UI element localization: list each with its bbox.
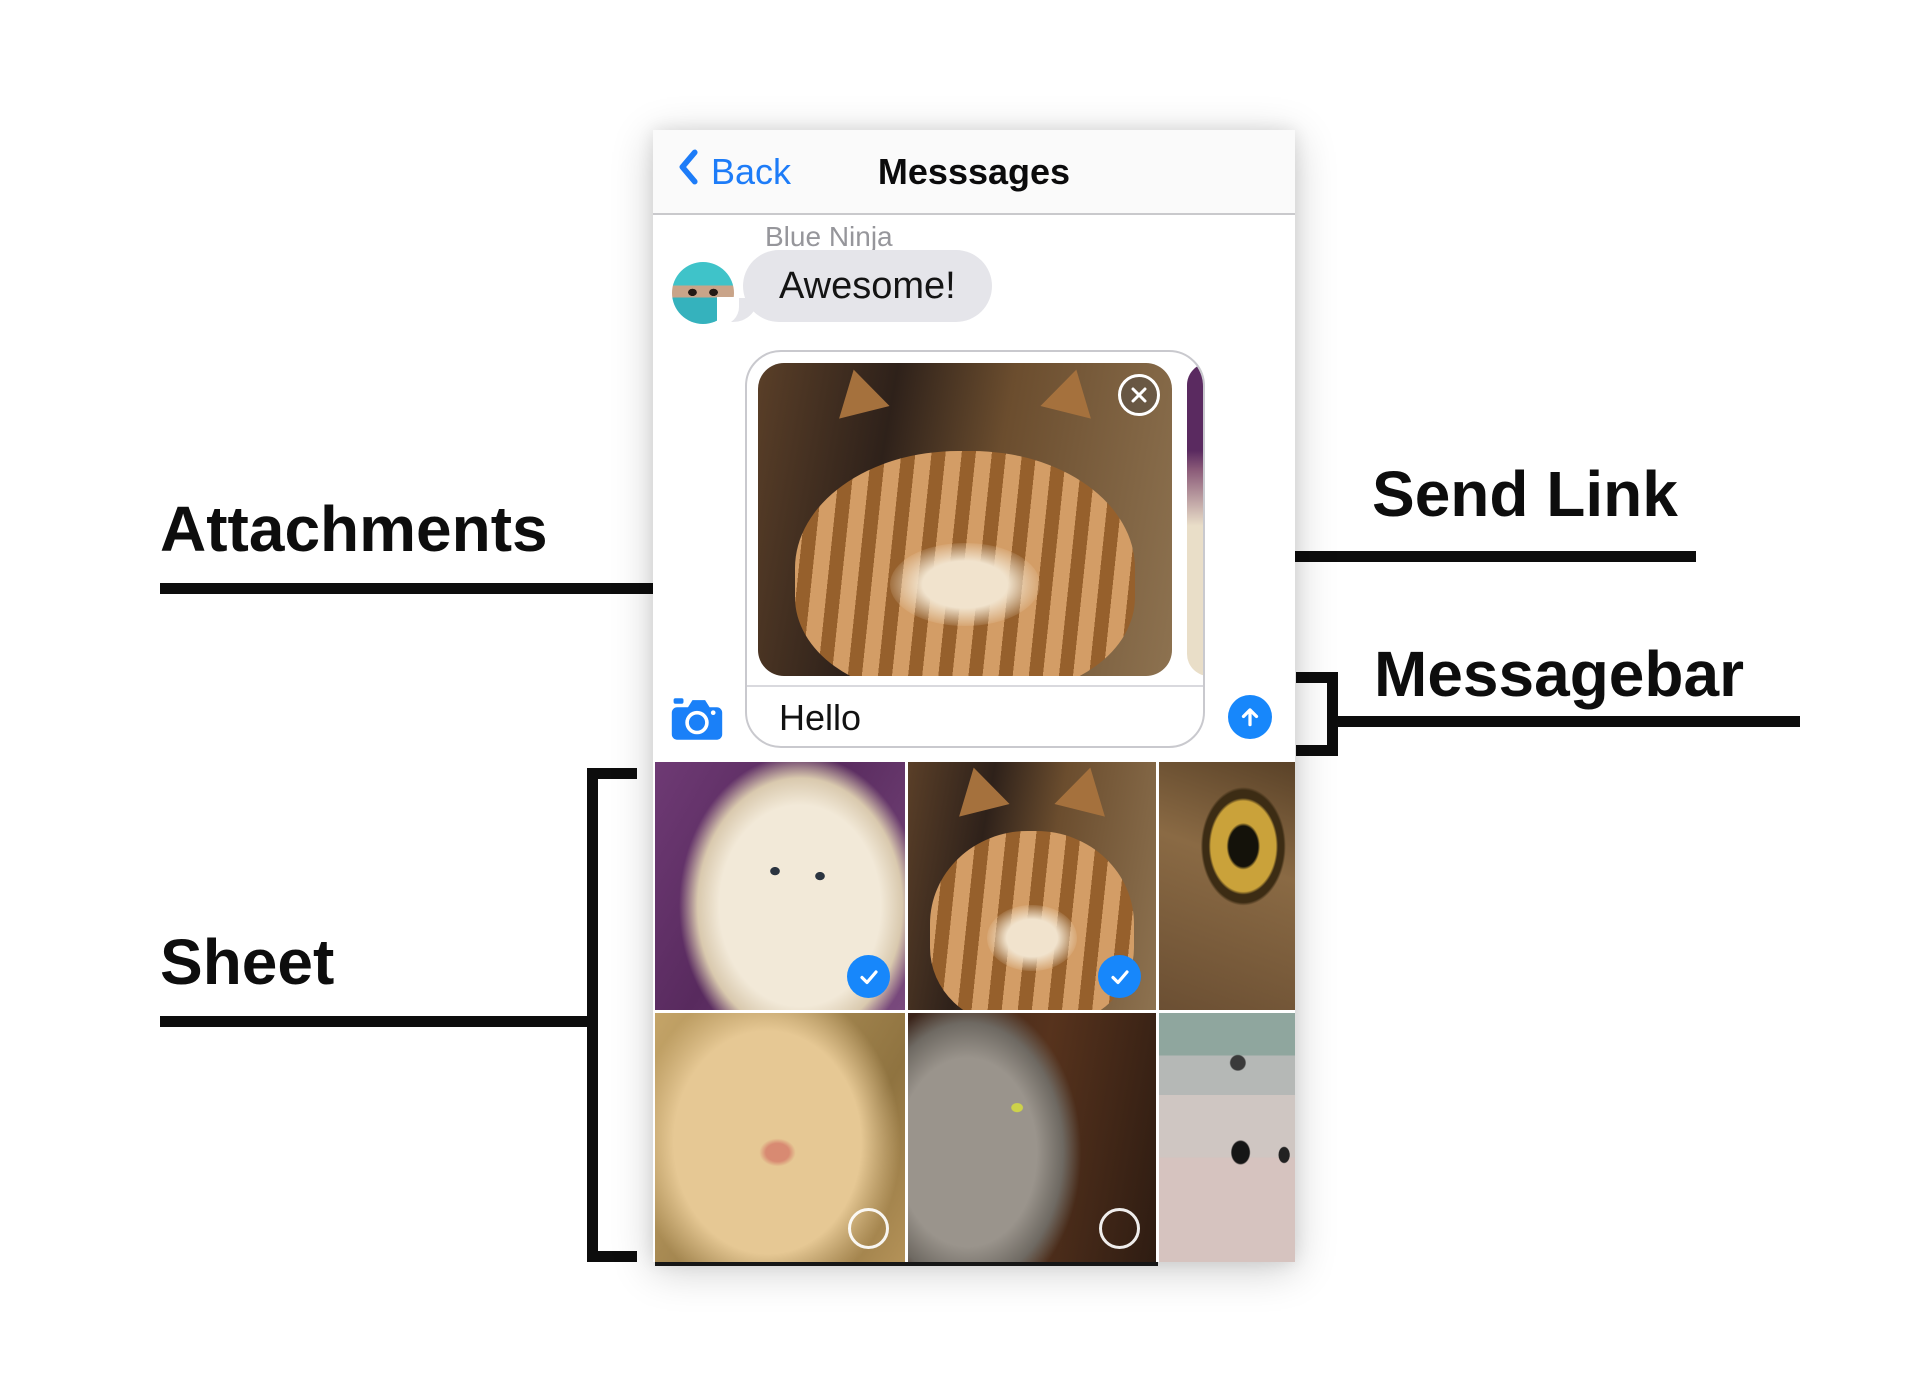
- sheet-photo-1[interactable]: [655, 762, 905, 1010]
- message-text: Awesome!: [779, 264, 956, 307]
- sheet-bottom-edge: [655, 1262, 1158, 1266]
- attachment-photo-next-peek[interactable]: [1187, 363, 1203, 676]
- sheet-photo-5[interactable]: [908, 1013, 1156, 1262]
- send-link-label: Send Link: [1372, 458, 1678, 530]
- unselected-circle: [1099, 1208, 1140, 1249]
- selected-check-badge: [1098, 955, 1141, 998]
- messagebar-bracket-spine: [1327, 672, 1338, 756]
- sheet-label: Sheet: [160, 926, 335, 998]
- navigation-bar: Messsages Back: [653, 130, 1295, 215]
- check-icon: [859, 969, 878, 984]
- check-icon: [1110, 969, 1129, 984]
- nav-title: Messsages: [877, 150, 1071, 192]
- camera-button[interactable]: [670, 696, 724, 742]
- messagebar-label: Messagebar: [1374, 638, 1744, 710]
- sheet-photo-4[interactable]: [655, 1013, 905, 1262]
- message-bubble: Awesome!: [717, 250, 992, 325]
- close-icon: [1131, 387, 1147, 403]
- message-input-text: Hello: [779, 696, 862, 738]
- messagebar-container: Hello: [745, 350, 1205, 748]
- sheet-bracket-bottom-stub: [587, 1251, 637, 1262]
- messagebar-bracket-bottom-stub: [1296, 745, 1338, 756]
- attachments-leader-line: [160, 583, 697, 594]
- remove-attachment-button[interactable]: [1118, 374, 1160, 416]
- sheet-bracket-top-stub: [587, 768, 637, 779]
- sheet-photo-3[interactable]: [1159, 762, 1295, 1010]
- composer-divider: [747, 685, 1203, 687]
- cat-body: [930, 831, 1134, 1010]
- unselected-circle: [848, 1208, 889, 1249]
- arrow-up-icon: [1241, 708, 1259, 727]
- sender-name: Blue Ninja: [765, 221, 893, 252]
- sheet-leader-line: [160, 1016, 598, 1027]
- send-link-underline: [1248, 551, 1696, 562]
- selected-check-badge: [847, 955, 890, 998]
- back-chevron-icon: [675, 149, 701, 194]
- attachments-label: Attachments: [160, 493, 548, 565]
- cat-body: [795, 450, 1135, 676]
- messagebar-bracket-top-stub: [1296, 672, 1338, 683]
- camera-icon: [671, 698, 723, 740]
- messages-app-panel: Messsages Back Blue Ninja Awesome!: [653, 130, 1295, 1266]
- back-label: Back: [711, 150, 792, 192]
- sheet-bracket-spine: [587, 768, 598, 1262]
- sheet-photo-2[interactable]: [908, 762, 1156, 1010]
- messagebar-leader-line: [1338, 716, 1800, 727]
- message-input[interactable]: Hello: [747, 687, 1203, 746]
- sheet-photo-6[interactable]: [1159, 1013, 1295, 1262]
- send-button[interactable]: [1228, 695, 1272, 739]
- back-button[interactable]: Back: [675, 130, 791, 213]
- attachment-photo-tabby[interactable]: [758, 363, 1172, 676]
